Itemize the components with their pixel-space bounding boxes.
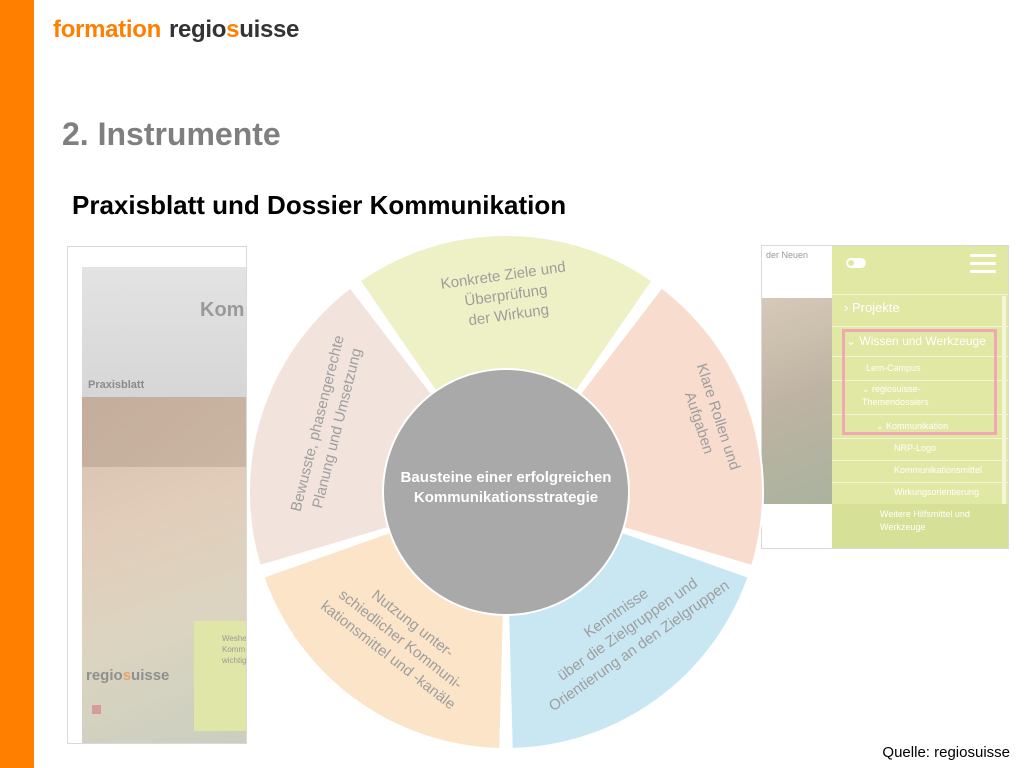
praxisblatt-document: Kom Praxisblatt Weshe Komm wichtig regio… — [67, 246, 247, 744]
document-logo-part1: regio — [86, 667, 123, 684]
slide-title: 2. Instrumente — [62, 116, 281, 152]
slide-subtitle: Praxisblatt und Dossier Kommunikation — [72, 190, 567, 220]
nav-item-kommunikationsmittel[interactable]: Kommunikationsmittel — [894, 465, 983, 475]
document-snippet: Weshe Komm wichtig — [222, 634, 247, 665]
wheel-segment-zielgruppen — [509, 533, 748, 748]
brand-part-regio: regio — [168, 16, 227, 43]
document-label: Praxisblatt — [88, 379, 145, 391]
website-nav-panel: › Projekte ⌄ Wissen und Werkzeuge Lern-C… — [832, 246, 1008, 548]
document-green-block — [194, 621, 246, 731]
document-logo-part2: s — [122, 667, 132, 684]
brand-part-uisse: uisse — [239, 16, 300, 43]
document-logo: regiosuisse — [86, 667, 169, 684]
wheel-graphic — [248, 234, 764, 750]
brand-part-s: s — [226, 16, 240, 43]
nav-item-wirkungsorientierung[interactable]: Wirkungsorientierung — [894, 487, 980, 497]
wheel-segment-rollen — [581, 288, 762, 565]
brand-part-formation: formation — [53, 16, 161, 43]
wheel-segment-kommunikationsmittel — [264, 533, 503, 748]
nav-item-nrp-logo[interactable]: NRP-Logo — [894, 443, 937, 453]
nav-item-lern-campus[interactable]: Lern-Campus — [866, 363, 921, 373]
swiss-flag-icon — [92, 705, 101, 714]
nav-item-projekte[interactable]: › Projekte — [844, 300, 900, 315]
hamburger-menu-icon[interactable] — [970, 254, 996, 274]
nav-highlight-box — [842, 329, 997, 435]
wheel-center-circle — [384, 370, 628, 614]
toggle-icon[interactable] — [846, 258, 866, 268]
brand-logo: formation regiosuisse — [53, 16, 299, 44]
website-top-text: der Neuen — [766, 250, 809, 260]
wheel-segment-ziele — [361, 235, 651, 390]
wheel-center-label: Bausteine einer erfolgreichen Kommunikat… — [400, 469, 612, 506]
website-photo — [762, 298, 832, 504]
website-screenshot: der Neuen › Projekte ⌄ Wissen und Werkze… — [761, 245, 1009, 549]
source-note: Quelle: regiosuisse — [882, 744, 1010, 761]
communication-wheel: Bausteine einer erfolgreichen Kommunikat… — [248, 230, 764, 754]
orange-side-bar — [0, 0, 34, 768]
document-heading: Kom — [200, 299, 245, 321]
wheel-segment-planung — [250, 288, 431, 565]
nav-item-kommunikation[interactable]: ⌄ Kommunikation — [876, 421, 949, 431]
document-logo-part3: uisse — [131, 667, 170, 684]
nav-scrollbar[interactable] — [1002, 296, 1006, 542]
nav-item-weitere-hilfsmittel[interactable]: Weitere Hilfsmittel und Werkzeuge — [880, 509, 970, 532]
nav-item-themendossiers[interactable]: ⌄ regiosuisse- Themendossiers — [862, 384, 929, 407]
nav-item-wissen[interactable]: ⌄ Wissen und Werkzeuge — [846, 334, 986, 348]
